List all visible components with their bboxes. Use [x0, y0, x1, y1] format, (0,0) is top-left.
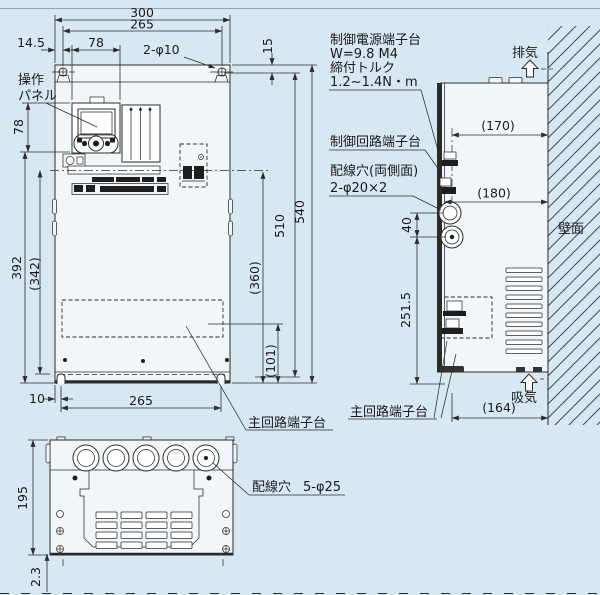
dim-side-hole-gap: 40: [399, 217, 414, 233]
side-louvers: [505, 267, 543, 354]
dim-side-depth-top-ref: (170): [481, 118, 515, 133]
dim-side-depth-ref: (180): [477, 186, 511, 201]
label-exhaust: 排気: [512, 45, 538, 61]
dim-mounting-height: 510: [272, 214, 287, 238]
dim-bottom-view-depth: 195: [15, 486, 30, 510]
label-control-power-terminal: 制御電源端子台: [330, 33, 421, 48]
label-control-power-torque-value: 1.2~1.4N・m: [330, 75, 418, 90]
dimension-lines: [20, 15, 549, 592]
label-main-circuit-terminal-front: 主回路端子台: [248, 415, 326, 431]
label-control-power-washer: W=9.8 M4: [330, 47, 398, 62]
panel-display: [77, 108, 116, 139]
dim-panel-width: 78: [88, 35, 104, 50]
label-bottom-wiring-holes-size: 5-φ25: [303, 480, 341, 495]
dim-mounting-width-bottom: 265: [129, 393, 153, 408]
label-intake: 吸気: [511, 390, 537, 406]
exhaust-arrow-icon: [520, 59, 553, 78]
dim-mounting-width-top: 265: [130, 17, 154, 32]
side-view: [437, 59, 553, 392]
intake-arrow-icon: [519, 373, 548, 392]
label-control-power-torque: 締付トルク: [330, 60, 395, 76]
label-main-circuit-terminal-side: 主回路端子台: [350, 404, 428, 420]
dim-panel-height: 78: [11, 119, 26, 135]
side-control-terminals: [439, 128, 458, 205]
label-bottom-wiring-holes: 配線穴: [252, 479, 291, 495]
main-terminal-area: [61, 299, 224, 338]
label-side-wiring-holes-1: 配線穴(両側面): [330, 163, 418, 179]
dim-side-depth-bottom-ref: (164): [482, 400, 516, 415]
mounting-slot: [216, 373, 226, 384]
label-operation-panel-1: 操作: [18, 72, 44, 88]
label-operation-panel-2: パネル: [18, 89, 57, 104]
leader-lines: [45, 56, 457, 496]
dim-top-hole-offset: 15: [260, 38, 275, 54]
dim-overall-width: 300: [130, 5, 154, 20]
vent-slats: [121, 104, 161, 163]
panel-keypad: [73, 133, 119, 154]
mounting-screw-icon: [210, 67, 233, 83]
dim-overall-height: 540: [292, 200, 307, 224]
mounting-screw-icon: [52, 67, 75, 83]
side-wiring-holes: [438, 201, 464, 249]
mounting-slot: [56, 373, 66, 384]
dim-edge-offset: 14.5: [17, 35, 45, 50]
terminal-bracket: [67, 165, 161, 175]
component-box: [179, 143, 208, 188]
dim-terminal-bottom-ref: (101): [263, 344, 278, 378]
bottom-view: [45, 436, 238, 566]
side-main-terminal: [437, 296, 493, 339]
label-control-circuit-terminal: 制御回路端子台: [330, 134, 421, 150]
front-view: [50, 64, 268, 384]
label-wall-surface: 壁面: [558, 222, 584, 237]
wall-hatch: [547, 26, 600, 425]
label-top-holes: 2-φ10: [143, 42, 180, 57]
dim-lower-height-ref: (342): [27, 257, 42, 291]
label-side-wiring-holes-2: 2-φ20×2: [330, 181, 387, 196]
dim-terminal-height-ref: (360): [247, 261, 262, 295]
bottom-wiring-holes: [72, 444, 220, 472]
dim-base-thickness: 2.3: [28, 567, 43, 587]
dim-side-lower-height: 251.5: [398, 292, 413, 328]
operation-panel: [71, 96, 121, 154]
bottom-louvers: [95, 511, 193, 549]
dim-foot-offset: 10: [29, 391, 45, 406]
control-terminal-strips: [71, 177, 169, 195]
dim-lower-height: 392: [9, 256, 24, 280]
